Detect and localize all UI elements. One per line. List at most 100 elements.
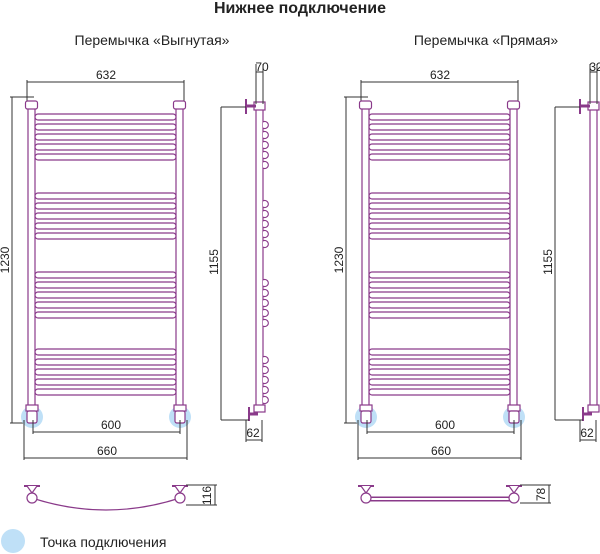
crossbar [368,281,511,289]
dimension-label-bottom-depth: 116 [200,486,214,505]
crossbar [34,143,177,151]
crossbar [34,202,177,210]
side-bar-bump [262,229,269,239]
crossbar [34,378,177,386]
variant-subtitle: Перемычка «Прямая» [414,32,559,48]
crossbar [34,368,177,376]
side-bar-bump [262,150,269,160]
rail-right [175,102,184,411]
side-bar-bump [262,209,269,219]
bottom-nut-icon [359,404,373,412]
crossbar [34,133,177,141]
side-bar-bump [262,160,269,170]
dimension-label-depth-top: 32 [589,60,600,74]
crossbar [34,358,177,366]
side-bar-bump [262,355,269,365]
bottom-view-bracket [174,485,186,495]
bottom-valve-icon [26,410,38,424]
crossbar [368,301,511,309]
dimension-label-height: 1230 [332,246,346,273]
crossbar [34,348,177,356]
variant-straight: Перемычка «Прямая»6321230600660321155627… [332,32,600,504]
crossbar [34,271,177,279]
side-bar-bump [262,120,269,130]
crossbar [34,388,177,396]
crossbar [34,212,177,220]
bottom-view-pipe [360,492,372,504]
bottom-nut-icon [173,404,187,412]
dimension-label-depth-top: 70 [255,60,269,74]
crossbar [34,153,177,161]
side-bar-bump [262,308,269,318]
bottom-view-bracket [360,485,372,495]
bottom-nut-icon [25,404,39,412]
crossbar [368,232,511,240]
crossbar [34,301,177,309]
side-bar-bump [262,288,269,298]
top-plug-icon [506,100,521,110]
crossbar [368,222,511,230]
bottom-nut-icon [507,404,521,412]
crossbar [368,192,511,200]
dimension-label-width: 632 [96,68,116,82]
side-bar-bump [262,140,269,150]
crossbar [368,311,511,319]
dimension-label-depth-bottom: 62 [246,426,260,440]
side-view-rail [255,103,264,410]
crossbar [368,291,511,299]
legend-connection-point-icon [1,529,25,553]
top-plug-icon [24,100,39,110]
rail-left [361,102,370,411]
side-bar-bump [262,130,269,140]
crossbar [34,311,177,319]
bottom-view-bracket [508,485,520,495]
bottom-view-pipe [508,492,520,504]
crossbar [368,388,511,396]
bottom-view-pipe [26,492,38,504]
crossbar [368,348,511,356]
dimension-label-connection: 600 [435,418,455,432]
crossbar [368,133,511,141]
dimension-label-depth-bottom: 62 [580,426,594,440]
dimension-label-bottom-depth: 78 [534,488,548,502]
dimension-label-axis-height: 1155 [207,249,221,275]
variant-subtitle: Перемычка «Выгнутая» [75,32,230,48]
crossbar [368,271,511,279]
crossbar [34,192,177,200]
crossbar [368,202,511,210]
crossbar [368,212,511,220]
crossbar [34,222,177,230]
crossbar [368,153,511,161]
crossbar [368,143,511,151]
page-title: Нижнее подключение [214,0,386,17]
crossbar [368,378,511,386]
crossbar [34,291,177,299]
rail-right [509,102,518,411]
bottom-view-pipe [174,492,186,504]
bottom-valve-icon [360,410,372,424]
side-bar-bump [262,318,269,328]
dimension-label-height: 1230 [0,246,12,273]
dimension-label-overall: 660 [431,444,451,458]
bottom-view-bridge [31,497,181,511]
crossbar [34,281,177,289]
side-bar-bump [262,385,269,395]
dimension-label-axis-height: 1155 [541,249,555,275]
side-bar-bump [262,219,269,229]
side-bar-bump [262,199,269,209]
side-bar-bump [262,365,269,375]
side-bar-bump [262,375,269,385]
crossbar [368,123,511,131]
crossbar [368,368,511,376]
side-bar-bump [262,278,269,288]
top-plug-icon [358,100,373,110]
rail-left [27,102,36,411]
crossbar [34,232,177,240]
side-bottom-nut [253,404,266,413]
bottom-view-bracket [26,485,38,495]
dimension-label-connection: 600 [101,418,121,432]
variant-curved: Перемычка «Выгнутая»63212306006607011556… [0,32,269,511]
side-bar-bump [262,239,269,249]
side-bar-bump [262,298,269,308]
crossbar [34,123,177,131]
